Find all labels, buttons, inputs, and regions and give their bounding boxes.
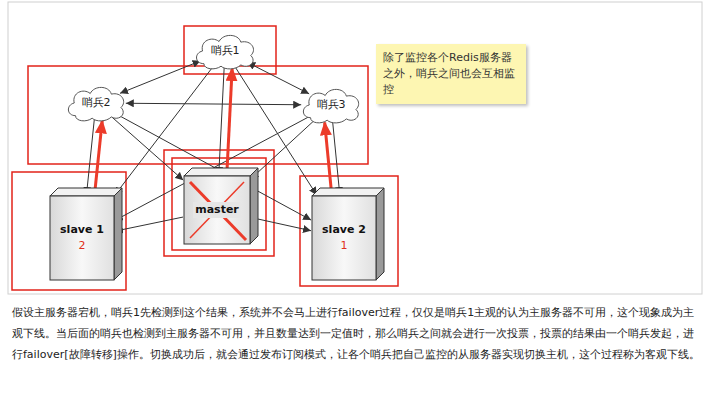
alert-arrow: [227, 68, 232, 175]
server-side: [250, 168, 258, 244]
sentinel-label: 哨兵3: [317, 97, 346, 113]
server-label: master: [193, 202, 241, 218]
server-top: [312, 188, 384, 196]
text-holder: 哨兵3: [317, 97, 346, 113]
sentinel-label: 哨兵2: [82, 95, 111, 111]
server-box: master: [184, 176, 250, 244]
server-label: slave 2: [322, 222, 366, 238]
sentinel-cloud: 哨兵2: [64, 84, 128, 122]
callout-number: 2: [78, 238, 85, 254]
server-side: [114, 188, 122, 280]
server-front: [312, 196, 376, 280]
cloud-shape: [197, 35, 254, 69]
server-front: [184, 176, 250, 244]
alert-arrow: [325, 122, 332, 195]
text-holder: slave 21: [322, 222, 366, 254]
server-label: slave 1: [60, 222, 104, 238]
callout-number: 1: [340, 238, 347, 254]
caption-text: 假设主服务器宕机，哨兵1先检测到这个结果，系统并不会马上进行failover过程…: [12, 302, 700, 365]
sentinel-cloud: 哨兵3: [299, 86, 363, 124]
highlight-box: [12, 172, 126, 290]
sentinel-label: 哨兵1: [211, 43, 240, 59]
highlight-box: [184, 26, 276, 74]
monitor-connector: [247, 62, 309, 94]
monitor-connector: [115, 116, 310, 220]
cloud-shape: [68, 87, 123, 121]
server-box: slave 12: [50, 196, 114, 280]
note-text: 除了监控各个Redis服务器之外，哨兵之间也会互相监控: [383, 50, 519, 98]
screenshot-frame: [8, 2, 702, 294]
server-side: [376, 188, 384, 280]
cross-mark: [190, 182, 244, 238]
text-holder: 哨兵2: [82, 95, 111, 111]
text-holder: slave 12: [60, 222, 104, 254]
monitor-connector: [120, 61, 201, 93]
cross-mark: [190, 182, 246, 240]
monitor-connector: [115, 217, 183, 231]
monitor-connector: [86, 120, 94, 195]
sentinel-cloud: 哨兵1: [192, 32, 258, 70]
note-callout: 除了监控各个Redis服务器之外，哨兵之间也会互相监控: [376, 44, 526, 104]
monitor-connector: [251, 217, 311, 230]
monitor-connector: [251, 119, 316, 179]
server-top: [184, 168, 258, 176]
monitor-connector: [112, 117, 183, 180]
text-holder: 哨兵1: [211, 43, 240, 59]
text-holder: master: [193, 202, 241, 218]
alert-arrow: [94, 120, 102, 195]
monitor-connector: [219, 68, 224, 175]
server-box: slave 21: [312, 196, 376, 280]
text-holder: 除了监控各个Redis服务器之外，哨兵之间也会互相监控: [383, 50, 519, 98]
cloud-shape: [303, 89, 358, 123]
monitor-connector: [333, 122, 340, 195]
server-front: [50, 196, 114, 280]
server-top: [50, 188, 122, 196]
highlight-box: [172, 158, 266, 250]
monitor-connector: [126, 103, 301, 104]
